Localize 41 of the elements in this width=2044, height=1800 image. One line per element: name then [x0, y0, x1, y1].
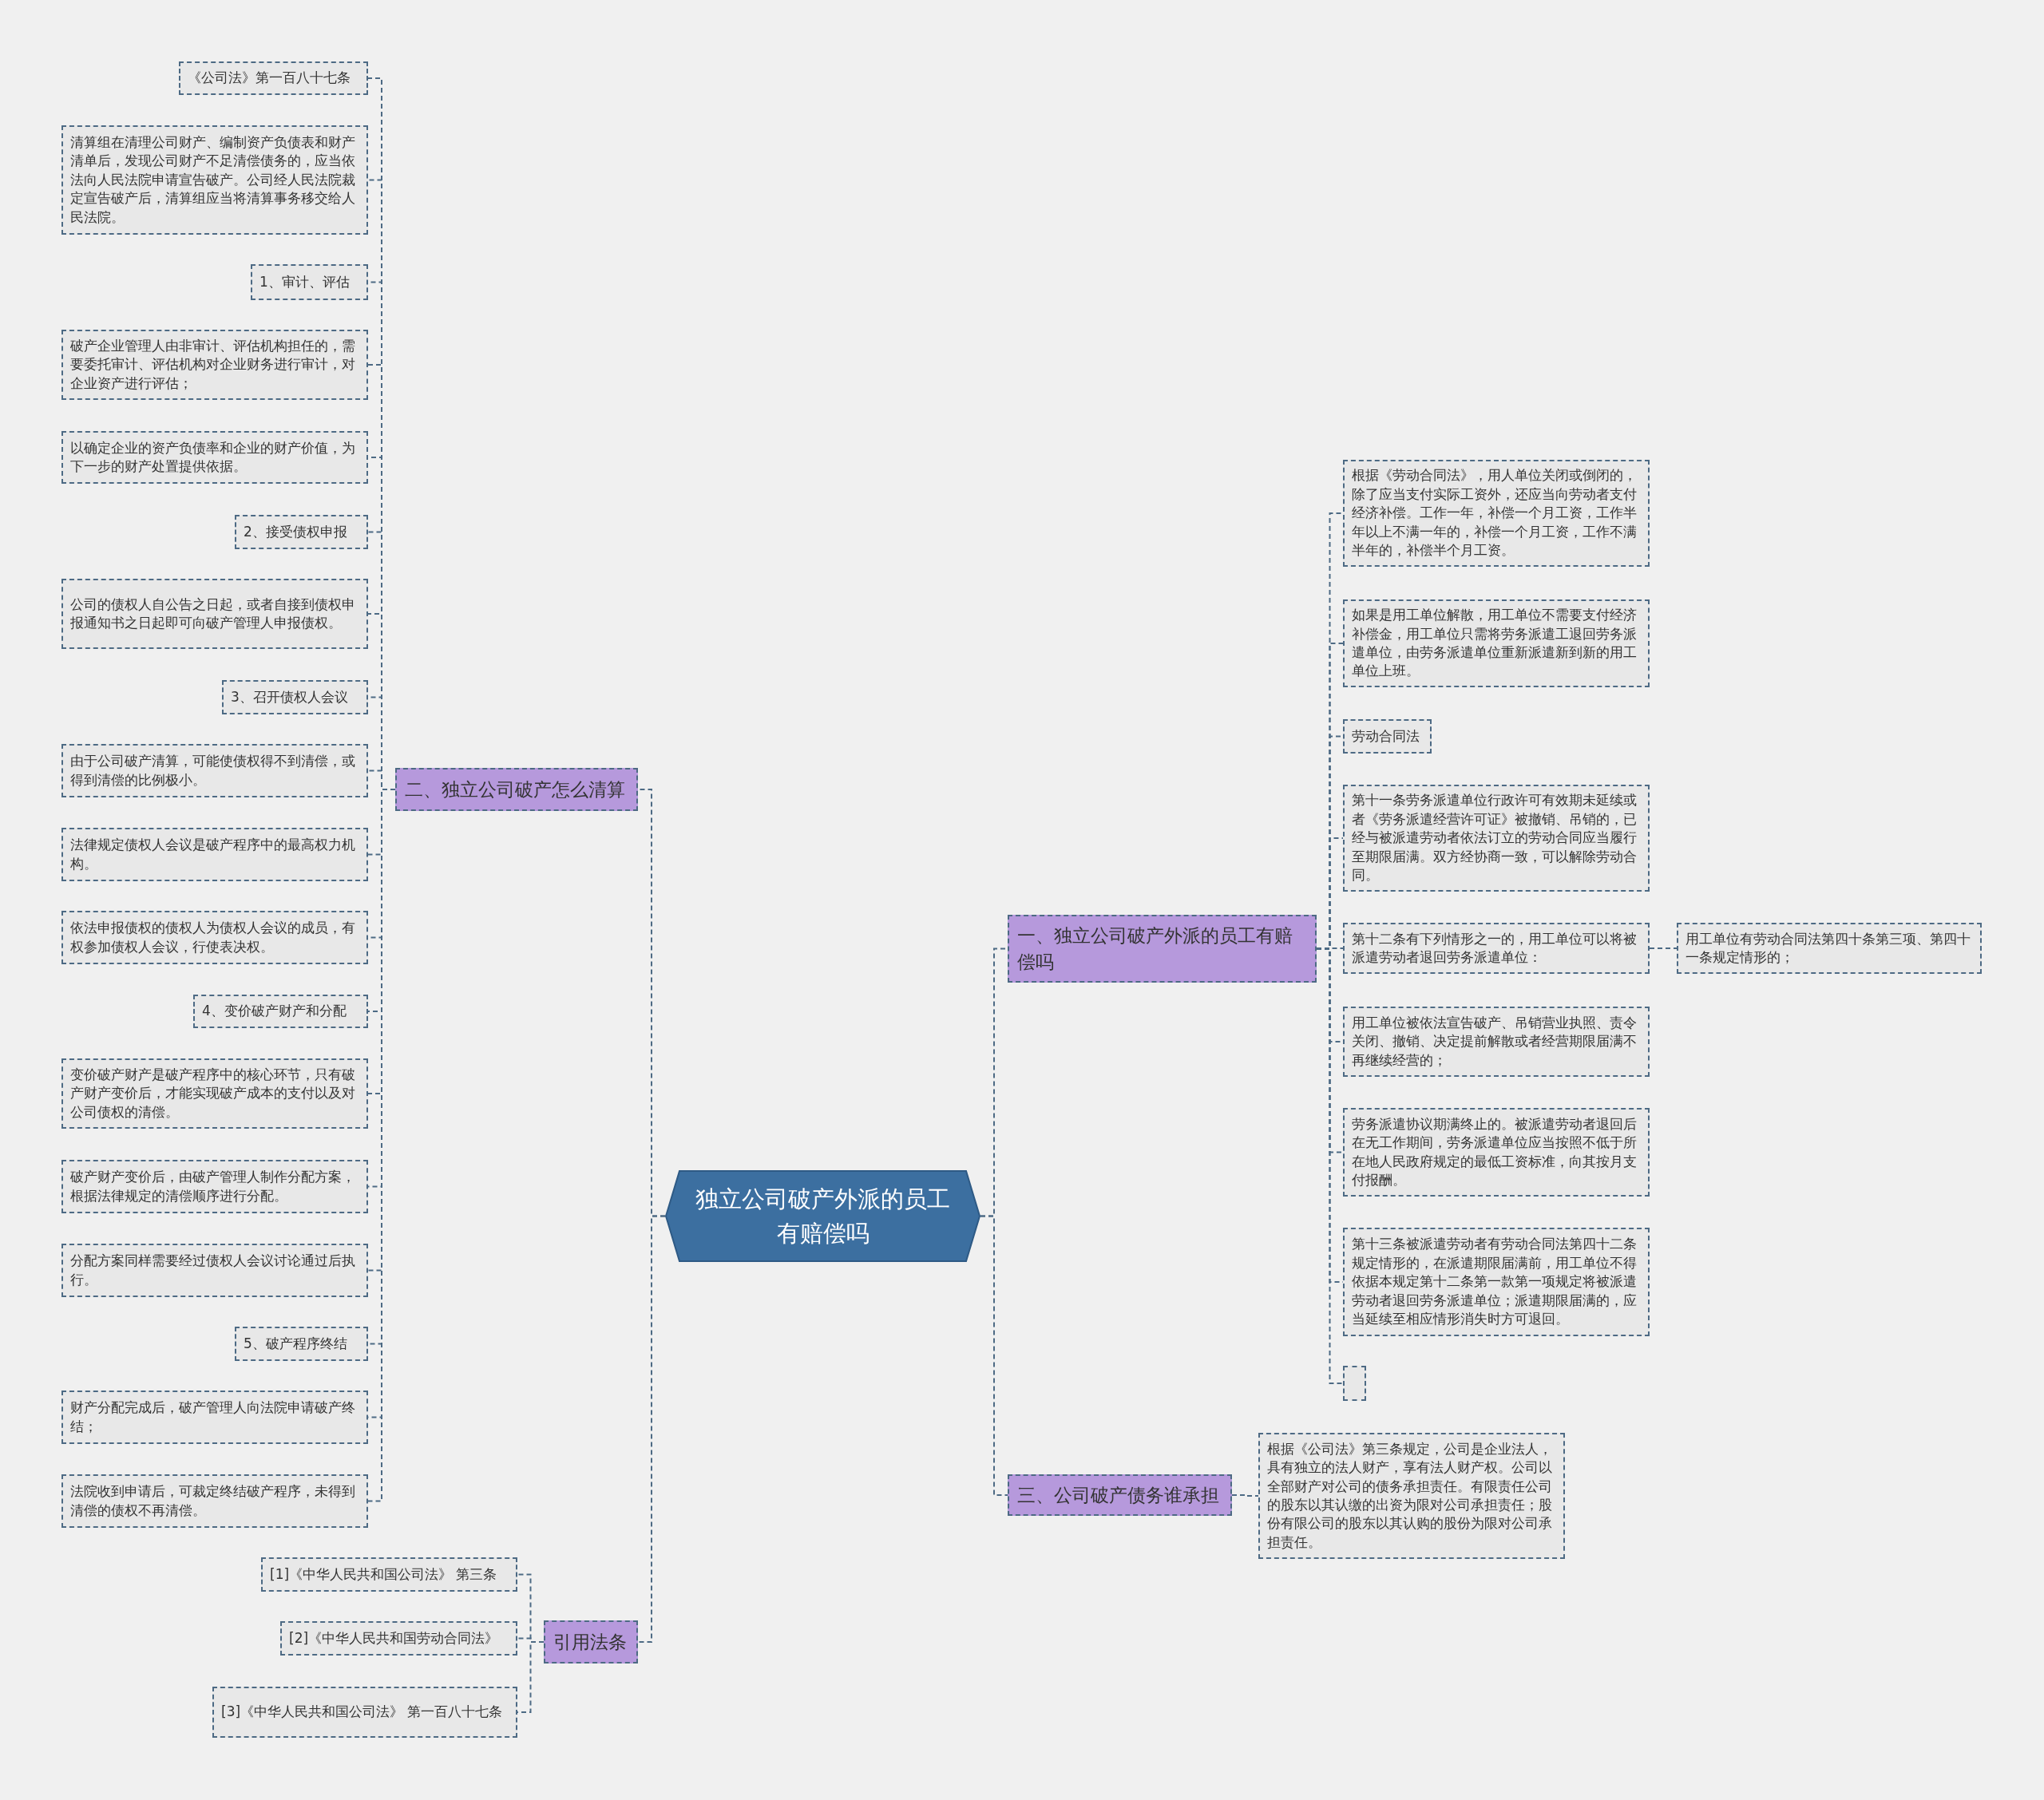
note-box: [3]《中华人民共和国公司法》 第一百八十七条 [212, 1687, 517, 1738]
note-box: 2、接受债权申报 [235, 515, 368, 549]
note-box: 3、召开债权人会议 [222, 680, 368, 714]
topic-box: 引用法条 [544, 1620, 638, 1664]
note-box: 用工单位有劳动合同法第四十条第三项、第四十一条规定情形的； [1677, 923, 1982, 974]
note-box: 如果是用工单位解散，用工单位不需要支付经济补偿金，用工单位只需将劳务派遣工退回劳务派遣单位，由劳务派遣单位重新派遣新到新的用工单位上班。 [1343, 599, 1650, 687]
note-box: 破产企业管理人由非审计、评估机构担任的，需要委托审计、评估机构对企业财务进行审计，对企业资产进行评估； [61, 330, 368, 400]
note-box: 分配方案同样需要经过债权人会议讨论通过后执行。 [61, 1244, 368, 1297]
central-topic-hexagon: 独立公司破产外派的员工有赔偿吗 [665, 1170, 980, 1262]
note-box: 根据《劳动合同法》，用人单位关闭或倒闭的，除了应当支付实际工资外，还应当向劳动者支付经济补偿。工作一年，补偿一个月工资，工作半年以上不满一年的，补偿一个月工资，工作不满半年的，补偿半个月工资。 [1343, 460, 1650, 567]
connector [637, 1215, 666, 1643]
note-box: 第十二条有下列情形之一的，用工单位可以将被派遣劳动者退回劳务派遣单位： [1343, 923, 1650, 974]
topic-box: 三、公司破产债务谁承担 [1008, 1474, 1232, 1516]
note-box: 第十三条被派遣劳动者有劳动合同法第四十二条规定情形的，在派遣期限届满前，用工单位不得依据本规定第十二条第一款第一项规定将被派遣劳动者退回劳务派遣单位；派遣期限届满的，应当延续至相应情形消失时方可退回。 [1343, 1228, 1650, 1336]
note-box: 用工单位被依法宣告破产、吊销营业执照、责令关闭、撤销、决定提前解散或者经营期限届满不再继续经营的； [1343, 1007, 1650, 1077]
connector [980, 1215, 1008, 1496]
note-box: 根据《公司法》第三条规定，公司是企业法人，具有独立的法人财产，享有法人财产权。公司以全部财产对公司的债务承担责任。有限责任公司的股东以其认缴的出资为限对公司承担责任；股份有限公司的股东以其认购的股份为限对公司承担责任。 [1258, 1433, 1565, 1559]
topic-box: 一、独立公司破产外派的员工有赔偿吗 [1008, 915, 1317, 983]
note-box: [2]《中华人民共和国劳动合同法》 [280, 1621, 517, 1656]
note-box: 依法申报债权的债权人为债权人会议的成员，有权参加债权人会议，行使表决权。 [61, 911, 368, 964]
note-box: 5、破产程序终结 [235, 1327, 368, 1361]
note-box: 财产分配完成后，破产管理人向法院申请破产终结； [61, 1391, 368, 1444]
note-box: 1、审计、评估 [251, 264, 368, 300]
note-box: 公司的债权人自公告之日起，或者自接到债权申报通知书之日起即可向破产管理人申报债权。 [61, 579, 368, 649]
note-box: [1]《中华人民共和国公司法》 第三条 [261, 1557, 517, 1592]
note-box: 劳务派遣协议期满终止的。被派遣劳动者退回后在无工作期间，劳务派遣单位应当按照不低于所在地人民政府规定的最低工资标准，向其按月支付报酬。 [1343, 1108, 1650, 1197]
note-box: 以确定企业的资产负债率和企业的财产价值，为下一步的财产处置提供依据。 [61, 431, 368, 484]
note-box: 4、变价破产财产和分配 [193, 995, 368, 1028]
connector [1649, 947, 1678, 949]
note-box: 劳动合同法 [1343, 719, 1432, 754]
note-box: 破产财产变价后，由破产管理人制作分配方案，根据法律规定的清偿顺序进行分配。 [61, 1160, 368, 1213]
note-box: 法律规定债权人会议是破产程序中的最高权力机构。 [61, 828, 368, 881]
empty-box [1343, 1366, 1366, 1401]
note-box: 《公司法》第一百八十七条 [179, 61, 368, 95]
note-box: 法院收到申请后，可裁定终结破产程序，未得到清偿的债权不再清偿。 [61, 1474, 368, 1528]
note-box: 由于公司破产清算，可能使债权得不到清偿，或得到清偿的比例极小。 [61, 744, 368, 797]
topic-box: 二、独立公司破产怎么清算 [395, 768, 638, 811]
note-box: 第十一条劳务派遣单位行政许可有效期未延续或者《劳务派遣经营许可证》被撤销、吊销的，已经与被派遣劳动者依法订立的劳动合同应当履行至期限届满。双方经协商一致，可以解除劳动合同。 [1343, 785, 1650, 892]
note-box: 清算组在清理公司财产、编制资产负债表和财产清单后，发现公司财产不足清偿债务的，应当依法向人民法院申请宣告破产。公司经人民法院裁定宣告破产后，清算组应当将清算事务移交给人民法院。 [61, 125, 368, 235]
connector [1231, 1494, 1259, 1497]
note-box: 变价破产财产是破产程序中的核心环节，只有破产财产变价后，才能实现破产成本的支付以及对公司债权的清偿。 [61, 1058, 368, 1129]
